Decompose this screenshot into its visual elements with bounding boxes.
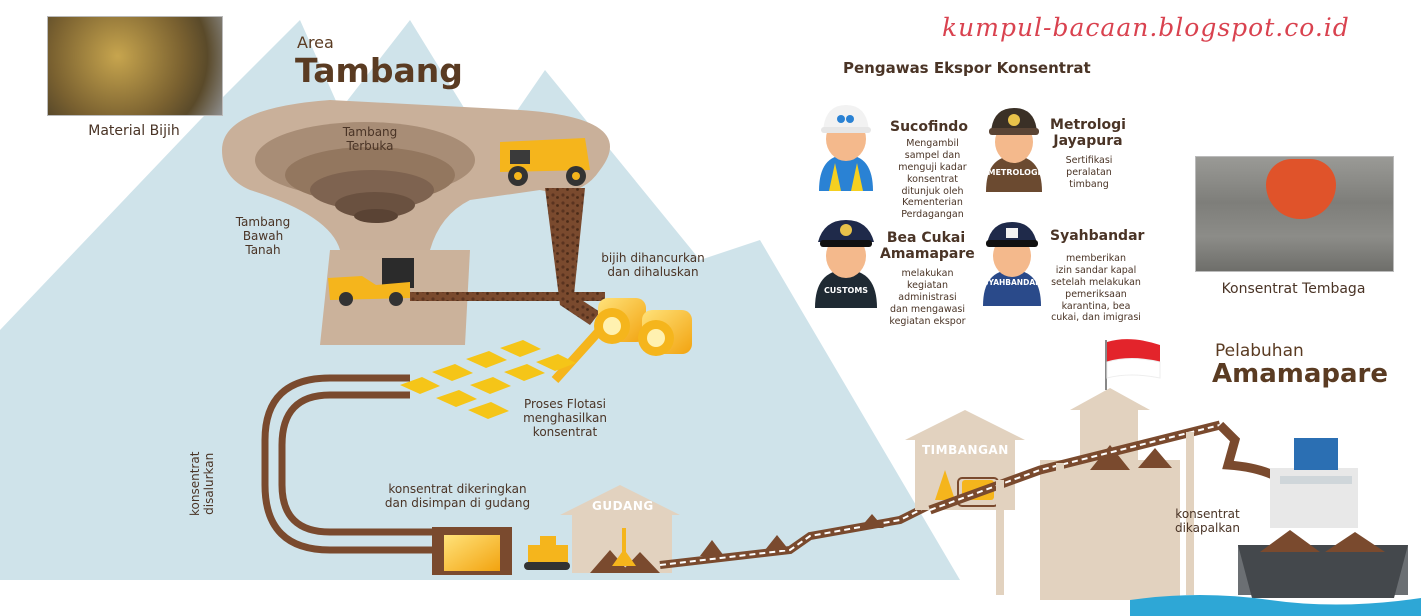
port-label-small: Pelabuhan	[1215, 341, 1304, 361]
warehouse-building	[560, 485, 680, 573]
scale-house-label: TIMBANGAN	[922, 443, 1009, 457]
customs-officer-icon: CUSTOMS	[812, 218, 880, 308]
watermark: kumpul-bacaan.blogspot.co.id	[942, 13, 1350, 42]
ore-material-photo	[47, 16, 223, 116]
bulldozer-icon	[524, 536, 570, 570]
concentrate-pipeline	[261, 374, 440, 554]
harbormaster-name: Syahbandar	[1050, 228, 1145, 244]
supervisors-title: Pengawas Ekspor Konsentrat	[843, 59, 1091, 77]
grinding-mill-icon	[594, 298, 692, 356]
sucofindo-name: Sucofindo	[890, 119, 968, 135]
flotation-cells-icon	[400, 340, 576, 419]
ore-material-label: Material Bijih	[88, 123, 180, 139]
sucofindo-officer-icon	[815, 103, 877, 191]
mine-title: Tambang	[295, 51, 463, 90]
area-label: Area	[297, 33, 334, 52]
customs-badge: CUSTOMS	[823, 286, 869, 295]
sea-water	[1130, 595, 1421, 616]
copper-concentrate-photo	[1195, 156, 1394, 272]
indonesian-flag-icon	[1105, 339, 1161, 390]
copper-concentrate-label: Konsentrat Tembaga	[1221, 281, 1366, 297]
loader-truck-icon	[328, 276, 410, 306]
cargo-ship-icon	[1238, 438, 1408, 598]
haul-truck-icon	[500, 138, 590, 186]
metrologi-officer-icon: METROLOGI	[983, 106, 1045, 192]
harbormaster-officer-icon: SYAHBANDAR	[980, 220, 1044, 306]
port-title: Amamapare	[1212, 359, 1389, 389]
dryer-icon	[432, 527, 512, 575]
harbormaster-badge: SYAHBANDAR	[983, 278, 1041, 287]
metrologi-badge: METROLOGI	[987, 168, 1041, 177]
warehouse-label: GUDANG	[592, 499, 654, 513]
